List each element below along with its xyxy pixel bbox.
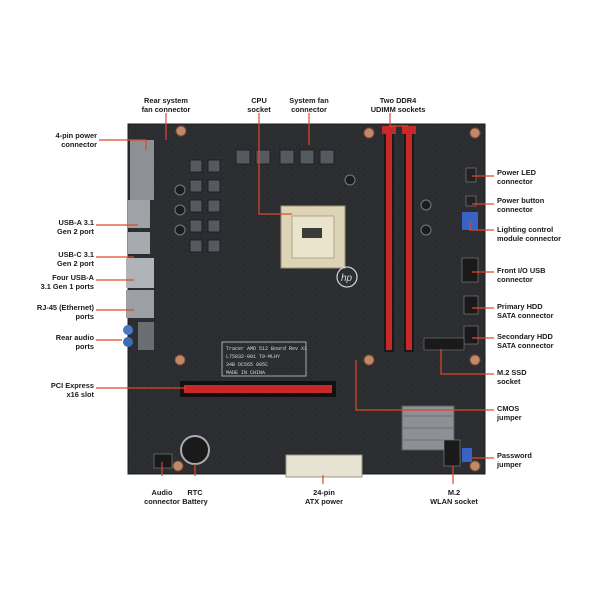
m2-ssd-socket bbox=[423, 337, 465, 351]
label-rtc-battery: RTC Battery bbox=[182, 488, 208, 506]
mounting-holes bbox=[172, 125, 481, 472]
pcie-slot bbox=[180, 381, 336, 397]
hp-logo: hp bbox=[336, 266, 358, 288]
callout-m2-ssd bbox=[440, 349, 494, 375]
password-jumper bbox=[462, 448, 472, 462]
label-atx-power: 24-pin ATX power bbox=[304, 488, 344, 506]
label-cmos-jumper: CMOS jumper bbox=[497, 404, 522, 422]
audio-header bbox=[153, 453, 173, 469]
label-system-fan: System fan connector bbox=[289, 96, 329, 114]
callout-lighting bbox=[469, 222, 494, 231]
wlan-socket bbox=[443, 439, 461, 467]
label-power-led: Power LED connector bbox=[497, 168, 537, 186]
label-rear-system-fan: Rear system fan connector bbox=[141, 96, 191, 114]
label-usb-c: USB-C 3.1 Gen 2 port bbox=[57, 250, 94, 268]
label-primary-hdd: Primary HDD SATA connector bbox=[497, 302, 554, 320]
silkscreen-label: Tracer AMD 512 Board Rev X1 L75832-001 T… bbox=[221, 341, 307, 377]
ddr4-slots bbox=[382, 126, 416, 352]
label-m2-ssd: M.2 SSD socket bbox=[497, 368, 527, 386]
label-audio-connector: Audio connector bbox=[144, 488, 180, 506]
callout-4pin bbox=[99, 139, 147, 150]
label-four-usb-a: Four USB-A 3.1 Gen 1 ports bbox=[40, 273, 94, 291]
label-usb-a: USB-A 3.1 Gen 2 port bbox=[57, 218, 94, 236]
label-power-button: Power button connector bbox=[497, 196, 545, 214]
rtc-battery bbox=[180, 435, 210, 465]
silkscreen-line-2: L75832-001 T9-MLHY bbox=[226, 354, 280, 360]
cpu-socket bbox=[280, 205, 346, 269]
label-m2-wlan: M.2 WLAN socket bbox=[430, 488, 478, 506]
right-edge-connectors bbox=[461, 167, 479, 345]
label-rj45: RJ-45 (Ethernet) ports bbox=[36, 303, 94, 321]
silkscreen-line-1: Tracer AMD 512 Board Rev X1 bbox=[226, 346, 307, 352]
label-pci-express: PCI Express x16 slot bbox=[50, 381, 94, 399]
label-lighting-control: Lighting control module connector bbox=[497, 225, 562, 243]
silkscreen-line-4: MADE IN CHINA bbox=[226, 370, 265, 376]
label-front-io-usb: Front I/O USB connector bbox=[497, 266, 546, 284]
label-cpu-socket: CPU socket bbox=[247, 96, 271, 114]
callout-cpu bbox=[258, 113, 292, 215]
callout-lines bbox=[96, 113, 494, 484]
silkscreen-line-3: 34B DC565 005C bbox=[226, 362, 268, 368]
label-rear-audio: Rear audio ports bbox=[55, 333, 94, 351]
label-4pin-power: 4-pin power connector bbox=[55, 131, 97, 149]
atx-connector bbox=[285, 454, 363, 478]
label-secondary-hdd: Secondary HDD SATA connector bbox=[497, 332, 554, 350]
vrm-components bbox=[189, 149, 335, 253]
hp-logo-text: hp bbox=[341, 273, 353, 284]
callout-cmos bbox=[355, 360, 494, 411]
callout-ddr4 bbox=[389, 113, 408, 127]
label-password-jumper: Password jumper bbox=[497, 451, 532, 469]
label-two-ddr4: Two DDR4 UDIMM sockets bbox=[370, 96, 426, 114]
rear-io-ports bbox=[123, 140, 154, 350]
